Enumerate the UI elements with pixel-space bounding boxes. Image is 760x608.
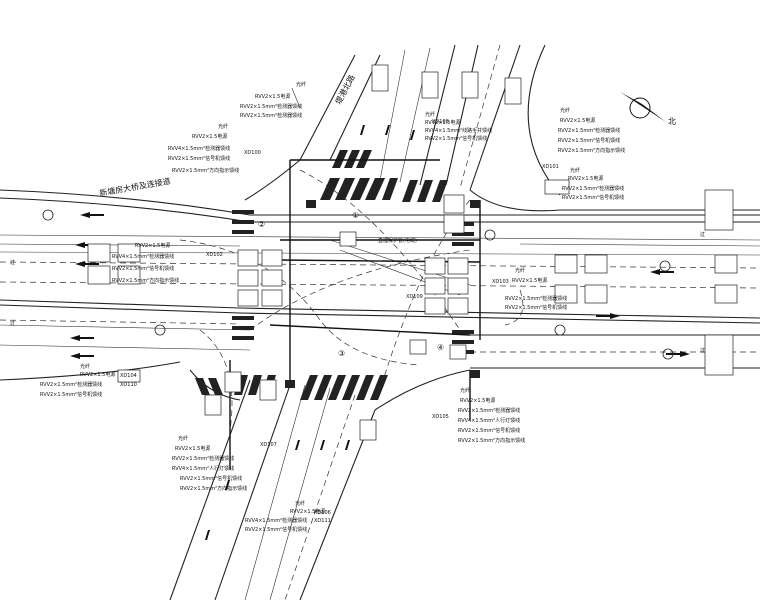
callout-line: RVV4×1.5mm²检测器馈线	[245, 517, 307, 524]
callout-line: RVV2×1.5电源	[290, 508, 325, 515]
tag: XD110	[120, 382, 137, 388]
callout-line: RVV2×1.5mm²检测器馈线	[558, 127, 620, 134]
callout-line: RVV2×1.5mm²信号机馈线	[168, 155, 230, 162]
signal-equipment	[87, 64, 738, 441]
lane-arrows	[70, 125, 690, 540]
callout-center-n: 光纤 RVV2×1.5电源 RVV4×1.5mm²检测器馈线 RVV2×1.5m…	[168, 123, 239, 174]
callout-line: RVV2×1.5电源	[175, 445, 210, 452]
tag: XD107	[260, 442, 277, 448]
callout-nw: 光纤 RVV2×1.5电源 RVV2×1.5mm²检测器馈线 RVV2×1.5m…	[240, 81, 306, 119]
callout-e: 光纤 RVV2×1.5电源 RVV2×1.5mm²检测器馈线 RVV2×1.5m…	[562, 167, 624, 201]
callout-line: 光纤	[178, 435, 188, 442]
callout-line: RVV4×1.5mm²线路手井馈线	[425, 127, 492, 134]
callout-line: RVV4×1.5mm²检测器馈线	[112, 253, 174, 260]
junction-number: ②	[258, 220, 265, 229]
cable-runs	[229, 159, 481, 470]
callout-line: RVV2×1.5mm²检测器馈线	[562, 185, 624, 192]
callout-line: 光纤	[80, 363, 90, 370]
callout-ne: 光纤 RVV2×1.5电源 RVV2×1.5mm²检测器馈线 RVV2×1.5m…	[558, 107, 625, 154]
callout-ne-top: 光纤 RVV2×1.5电源 RVV4×1.5mm²线路手井馈线 RVV2×1.5…	[425, 111, 492, 142]
junction-number: ③	[338, 349, 345, 358]
callout-line: RVV2×1.5mm²方向指示馈线	[458, 437, 525, 444]
callout-line: RVV2×1.5mm²检测器馈线	[240, 112, 302, 119]
callout-line: RVV2×1.5mm²信号机馈线	[562, 194, 624, 201]
junction-number: ①	[352, 211, 359, 220]
callout-sw: 光纤 RVV2×1.5电源 RVV2×1.5mm²检测器馈线 RVV2×1.5m…	[40, 363, 115, 398]
callout-line: 光纤	[460, 387, 470, 394]
junction-number: ④	[437, 343, 444, 352]
callout-line: RVV2×1.5电源	[192, 133, 227, 140]
north-road-lines	[244, 44, 760, 212]
callout-line: RVV2×1.5mm²信号机馈线	[505, 304, 567, 311]
north-arrow-icon: 北	[620, 92, 676, 126]
main-road-lines	[0, 189, 760, 381]
callout-line: RVV2×1.5电源	[512, 277, 547, 284]
callout-line: RVV2×1.5电源	[568, 175, 603, 182]
crosswalk-west	[232, 210, 254, 340]
callout-line: 光纤	[425, 111, 435, 118]
pass-mark: 过	[10, 259, 15, 266]
pass-mark: 过	[700, 231, 705, 238]
callout-w: RVV2×1.5电源 RVV4×1.5mm²检测器馈线 RVV2×1.5mm²信…	[112, 242, 179, 284]
callout-s2: 光纤 RVV2×1.5电源 RVV4×1.5mm²检测器馈线 RVV2×1.5m…	[245, 500, 325, 533]
callout-line: RVV4×1.5mm²人行灯馈线	[172, 465, 234, 472]
callout-line: RVV4×1.5mm²人行灯馈线	[458, 417, 520, 424]
callout-line: RVV2×1.5mm²方向指示馈线	[112, 277, 179, 284]
tag: XD103	[492, 279, 509, 285]
callout-line: RVV2×1.5mm²信号机馈线	[458, 427, 520, 434]
svg-text:北: 北	[668, 117, 676, 126]
callout-line: RVV2×1.5mm²检测器馈线	[40, 381, 102, 388]
tag: XD104	[120, 373, 137, 379]
poles	[42, 209, 674, 360]
callout-line: RVV2×1.5mm²信号机馈线	[112, 265, 174, 272]
callout-line: RVV4×1.5mm²检测器馈线	[168, 145, 230, 152]
equipment-tags: XD100 XD101 XD102 XD103 XD104 XD105 XD10…	[120, 119, 559, 524]
callout-line: 光纤	[296, 81, 306, 88]
callout-e2: 光纤 RVV2×1.5电源 RVV2×1.5mm²检测器馈线 RVV2×1.5m…	[505, 267, 567, 311]
callout-line: RVV2×1.5电源	[255, 93, 290, 100]
tag: XD109	[406, 294, 423, 300]
tag: XD102	[206, 252, 223, 258]
callout-line: RVV2×1.5电源	[460, 397, 495, 404]
callout-line: RVV2×1.5mm²信号机馈线	[425, 135, 487, 142]
callout-line: RVV2×1.5mm²检测器馈线	[240, 103, 302, 110]
tag: XD106	[314, 510, 331, 516]
callout-line: RVV2×1.5电源	[80, 371, 115, 378]
tag: XD100	[244, 150, 261, 156]
callout-line: RVV2×1.5mm²信号机馈线	[40, 391, 102, 398]
callout-line: 光纤	[218, 123, 228, 130]
callout-s: 光纤 RVV2×1.5电源 RVV2×1.5mm²检测器馈线 RVV4×1.5m…	[172, 435, 247, 492]
callout-line: RVV2×1.5mm²检测器馈线	[458, 407, 520, 414]
callout-line: RVV2×1.5mm²信号机馈线	[245, 526, 307, 533]
callout-line: RVV2×1.5mm²方向指示馈线	[172, 167, 239, 174]
callout-line: RVV2×1.5mm²检测器馈线	[172, 455, 234, 462]
callout-line: RVV2×1.5电源	[135, 242, 170, 249]
crosswalk-north	[320, 150, 448, 202]
callout-line: 光纤	[570, 167, 580, 174]
center-note: 直埋保护管(电缆)	[378, 237, 417, 244]
pass-mark: 过	[10, 320, 15, 327]
south-road-lines	[169, 369, 471, 601]
tag: XD111	[314, 518, 331, 524]
callout-line: RVV2×1.5mm²信号机馈线	[180, 475, 242, 482]
tag: XD108	[432, 119, 449, 125]
callout-line: RVV2×1.5mm²检测器馈线	[505, 295, 567, 302]
pass-mark: 过	[700, 347, 705, 354]
callout-se: 光纤 RVV2×1.5电源 RVV2×1.5mm²检测器馈线 RVV4×1.5m…	[458, 387, 525, 444]
callout-line: RVV2×1.5电源	[425, 119, 460, 126]
callout-line: RVV2×1.5mm²方向指示馈线	[180, 485, 247, 492]
callout-line: 光纤	[515, 267, 525, 274]
callout-line: RVV2×1.5mm²信号机馈线	[558, 137, 620, 144]
callout-line: 光纤	[295, 500, 305, 507]
tag: XD105	[432, 414, 449, 420]
main-road-name: 新塘房大桥及连接道	[99, 176, 172, 198]
callout-line: RVV2×1.5mm²方向指示馈线	[558, 147, 625, 154]
callout-line: RVV2×1.5电源	[560, 117, 595, 124]
callout-line: 光纤	[560, 107, 570, 114]
tag: XD101	[542, 164, 559, 170]
